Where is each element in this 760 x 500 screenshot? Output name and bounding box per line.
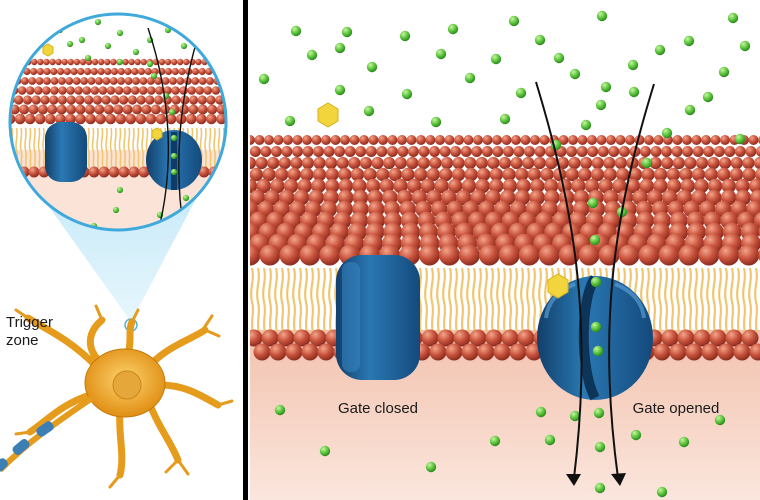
myelin-segment [36,421,54,437]
trigger-zone-label: Trigger zone [6,314,76,350]
right-panel [250,0,760,500]
gate-closed-label: Gate closed [337,400,419,417]
trigger-label-line1: Trigger [6,314,53,331]
left-open-channel [146,130,202,190]
open-channel [537,275,653,401]
myelin-segment [0,458,8,472]
myelin-segment [12,439,30,455]
magnified-view [10,14,226,230]
left-ligand-icon [42,43,54,57]
ligand-hexagon-icon [547,273,569,299]
neuron-illustration [14,304,234,489]
trigger-label-line2: zone [6,332,39,349]
gate-opened-label: Gate opened [632,400,720,417]
closed-channel [336,255,420,380]
ion-flow-arrow-left [535,81,583,479]
axon [0,395,94,473]
ligand-hexagon-icon [317,102,339,128]
left-panel [0,12,234,489]
left-ion-path-arrow [147,27,170,230]
extracellular-ions [258,10,751,498]
magnifier-circle [8,12,228,232]
left-ligand-icon-2 [151,127,163,141]
arrowhead-icon [611,473,626,486]
panel-divider [243,0,248,500]
ion-flow-arrow-right [608,83,655,479]
arrowhead-icon [566,474,581,486]
left-closed-channel [45,122,87,182]
